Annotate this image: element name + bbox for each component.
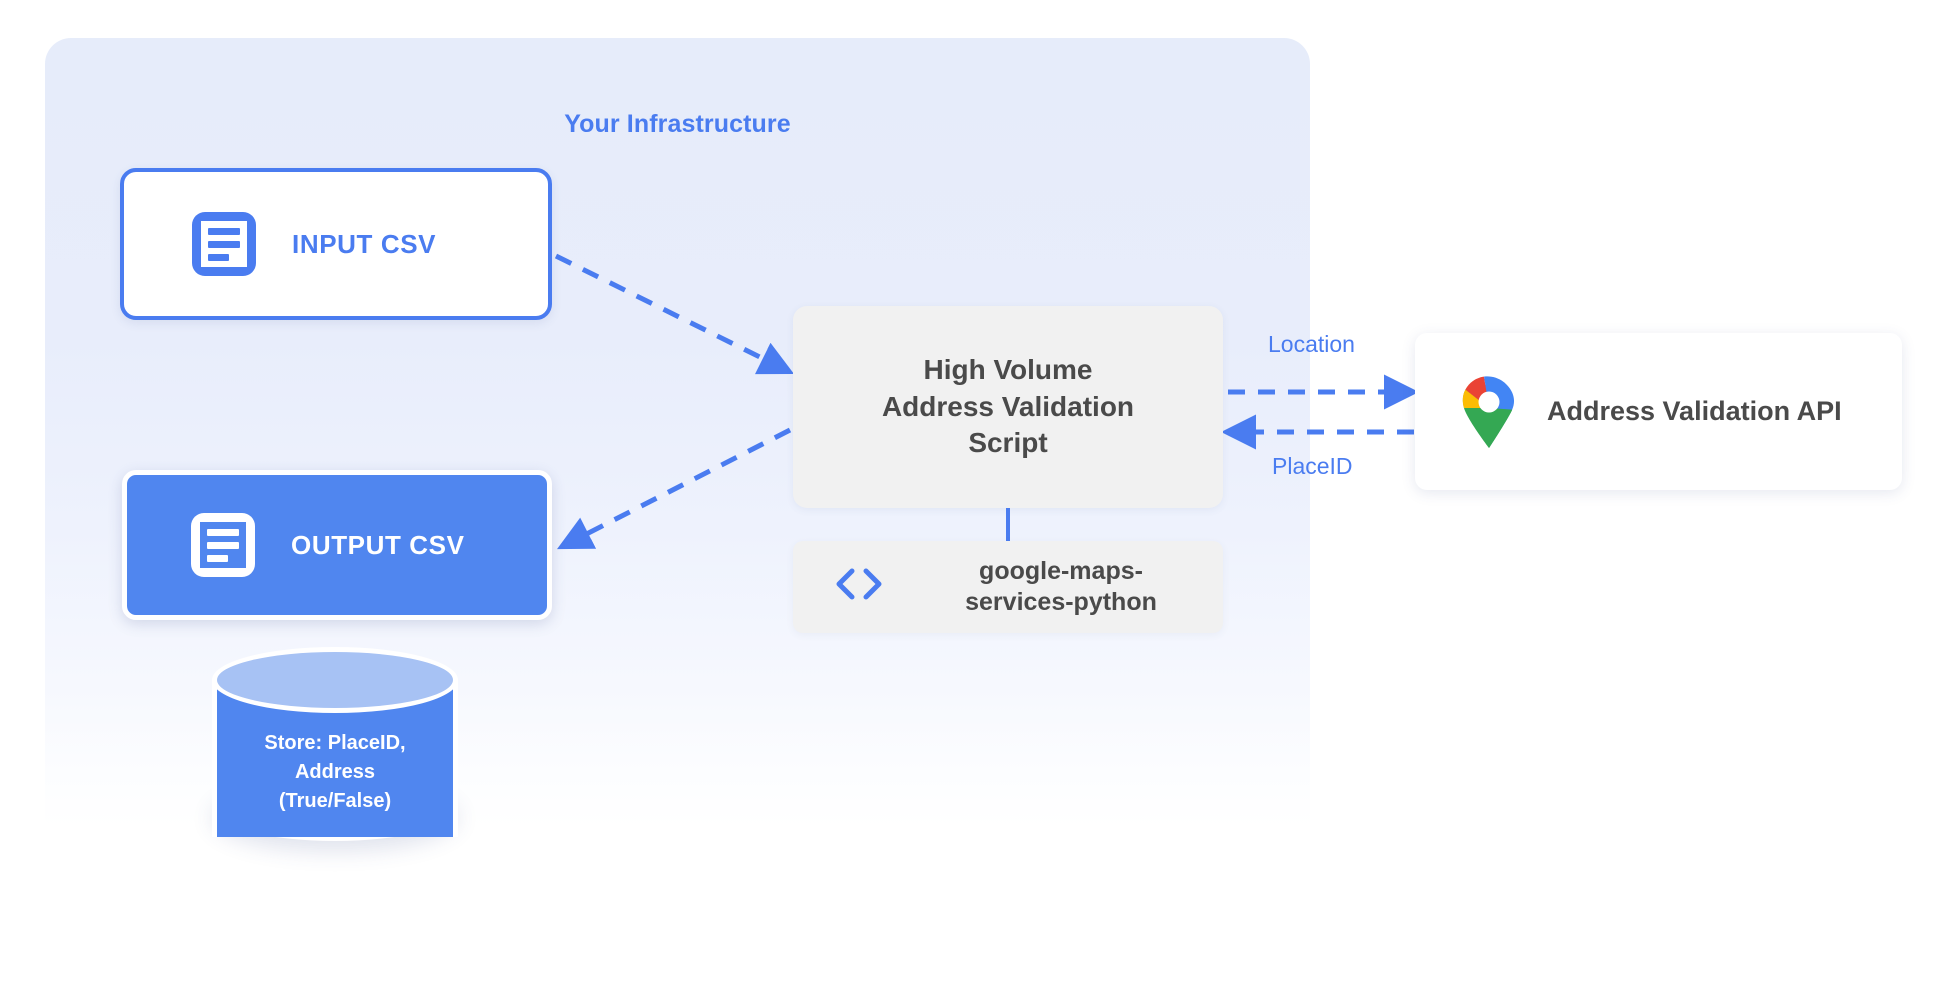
api-label: Address Validation API: [1547, 396, 1842, 426]
script-title-line-1: High Volume: [923, 353, 1093, 385]
input-csv-label: INPUT CSV: [292, 228, 437, 259]
script-title: High Volume Address Validation Script: [882, 352, 1134, 463]
input-csv-card[interactable]: INPUT CSV: [120, 168, 552, 320]
library-label-line-1: google-maps-: [979, 556, 1143, 585]
output-csv-card[interactable]: OUTPUT CSV: [122, 470, 552, 620]
database-top-cap: [212, 647, 458, 713]
code-brackets-icon: [833, 567, 885, 607]
script-card[interactable]: High Volume Address Validation Script: [793, 306, 1223, 508]
database-label-line-2: Address: [294, 761, 376, 783]
connection-label-location: Location: [1268, 331, 1355, 357]
library-card[interactable]: google-maps- services-python: [793, 541, 1223, 633]
output-csv-label: OUTPUT CSV: [291, 529, 465, 560]
library-label-line-2: services-python: [965, 588, 1157, 616]
database-label-line-3: (True/False): [278, 790, 392, 812]
database-label: Store: PlaceID, Address (True/False): [212, 729, 458, 816]
library-label: google-maps- services-python: [911, 556, 1223, 619]
document-icon: [192, 212, 256, 276]
document-icon: [191, 513, 255, 577]
database-label-line-1: Store: PlaceID,: [264, 732, 406, 754]
infrastructure-title: Your Infrastructure: [564, 110, 791, 138]
address-validation-api-card[interactable]: Address Validation API: [1415, 333, 1902, 490]
database-cylinder[interactable]: Store: PlaceID, Address (True/False): [212, 647, 458, 869]
google-maps-pin-icon: [1462, 375, 1515, 448]
script-library-connector-line: [1006, 508, 1010, 542]
script-title-line-3: Script: [968, 427, 1048, 459]
script-title-line-2: Address Validation: [881, 390, 1135, 422]
connection-label-placeid: PlaceID: [1272, 453, 1353, 479]
